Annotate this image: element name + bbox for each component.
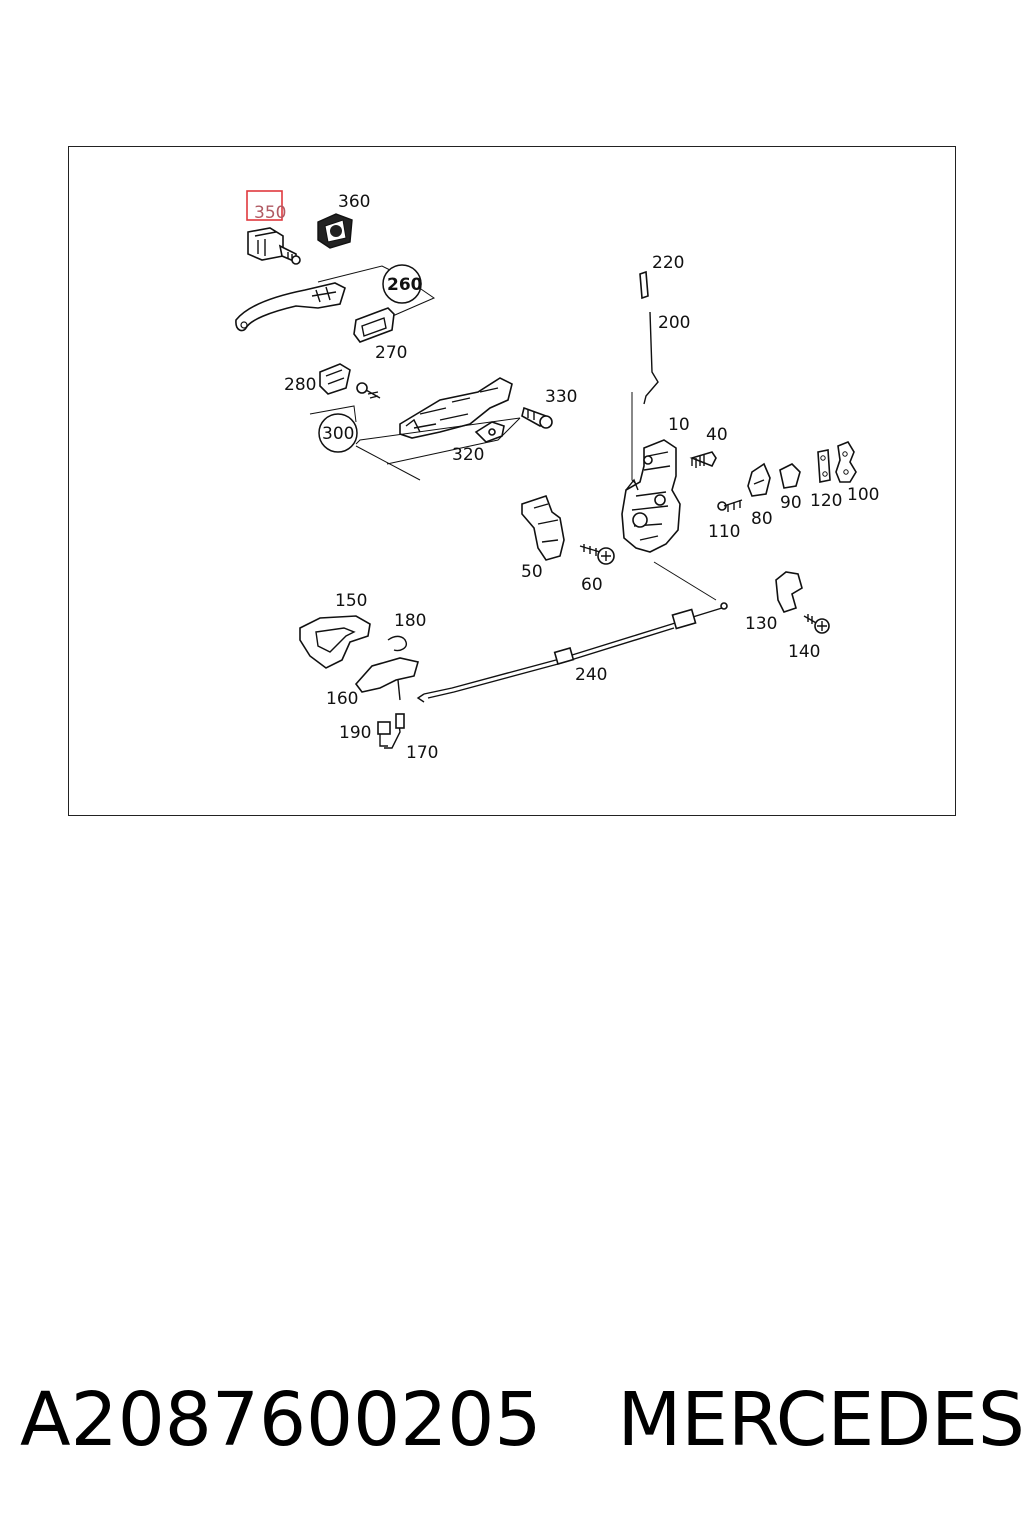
callout-360: 360 — [338, 192, 370, 212]
part-100-plate[interactable] — [835, 441, 857, 483]
diagram-frame — [68, 146, 956, 816]
callout-270: 270 — [375, 343, 407, 363]
part-330-bolt[interactable] — [521, 406, 553, 429]
part-120-plate[interactable] — [817, 449, 831, 483]
part-40-screw[interactable] — [689, 451, 717, 468]
part-90-clip[interactable] — [779, 463, 801, 489]
callout-160: 160 — [326, 689, 358, 709]
callout-320: 320 — [452, 445, 484, 465]
callout-350: 350 — [254, 203, 286, 223]
part-200-rod[interactable] — [643, 311, 659, 405]
brand-name: MERCEDES — [617, 1377, 1024, 1463]
highlight-box-350[interactable] — [246, 190, 283, 221]
callout-120: 120 — [810, 491, 842, 511]
callout-10: 10 — [668, 415, 690, 435]
bracket-300 — [309, 405, 521, 481]
part-280-clip[interactable] — [319, 363, 351, 395]
callout-300: 300 — [322, 424, 354, 444]
part-170-link[interactable] — [384, 713, 405, 749]
callout-50: 50 — [521, 562, 543, 582]
callout-130: 130 — [745, 614, 777, 634]
callout-220: 220 — [652, 253, 684, 273]
callout-110: 110 — [708, 522, 740, 542]
callout-90: 90 — [780, 493, 802, 513]
parts-diagram: 350 360 260 270 280 330 300 320 220 200 … — [235, 190, 879, 763]
callout-40: 40 — [706, 425, 728, 445]
part-300-handle-carrier[interactable] — [399, 377, 513, 439]
part-220-pin[interactable] — [639, 270, 649, 300]
part-260-outer-handle[interactable] — [235, 282, 346, 332]
callout-180: 180 — [394, 611, 426, 631]
callout-80: 80 — [751, 509, 773, 529]
part-80-bracket[interactable] — [747, 462, 771, 497]
part-number: A2087600205 — [20, 1377, 542, 1463]
callout-140: 140 — [788, 642, 820, 662]
part-110-screw[interactable] — [717, 499, 743, 512]
callout-150: 150 — [335, 591, 367, 611]
part-240-cable[interactable] — [416, 602, 728, 703]
part-360-cap[interactable] — [317, 213, 353, 249]
part-160-inner-handle[interactable] — [354, 657, 420, 701]
callout-280: 280 — [284, 375, 316, 395]
part-150-inner-handle-trim[interactable] — [299, 615, 371, 669]
callout-240: 240 — [575, 665, 607, 685]
part-50-housing[interactable] — [521, 494, 565, 561]
part-10-lock-actuator[interactable] — [621, 439, 681, 553]
callout-260: 260 — [387, 275, 423, 295]
part-130-bracket[interactable] — [775, 571, 803, 613]
callout-100: 100 — [847, 485, 879, 505]
part-320-bracket[interactable] — [474, 421, 505, 443]
part-270-grip[interactable] — [353, 307, 395, 343]
callout-170: 170 — [406, 743, 438, 763]
part-350-lock-cylinder[interactable] — [247, 227, 301, 265]
part-60-screw[interactable] — [579, 544, 615, 565]
screw-near-280[interactable] — [356, 382, 381, 399]
part-180-clip[interactable] — [387, 635, 407, 652]
part-190-clip[interactable] — [377, 721, 391, 747]
callout-60: 60 — [581, 575, 603, 595]
footer-caption: A2087600205 MERCEDES — [20, 1370, 1024, 1470]
callout-200: 200 — [658, 313, 690, 333]
callout-300-circle — [318, 413, 358, 453]
callout-260-circle — [382, 264, 422, 304]
callout-330: 330 — [545, 387, 577, 407]
callout-190: 190 — [339, 723, 371, 743]
part-140-screw[interactable] — [803, 614, 830, 634]
